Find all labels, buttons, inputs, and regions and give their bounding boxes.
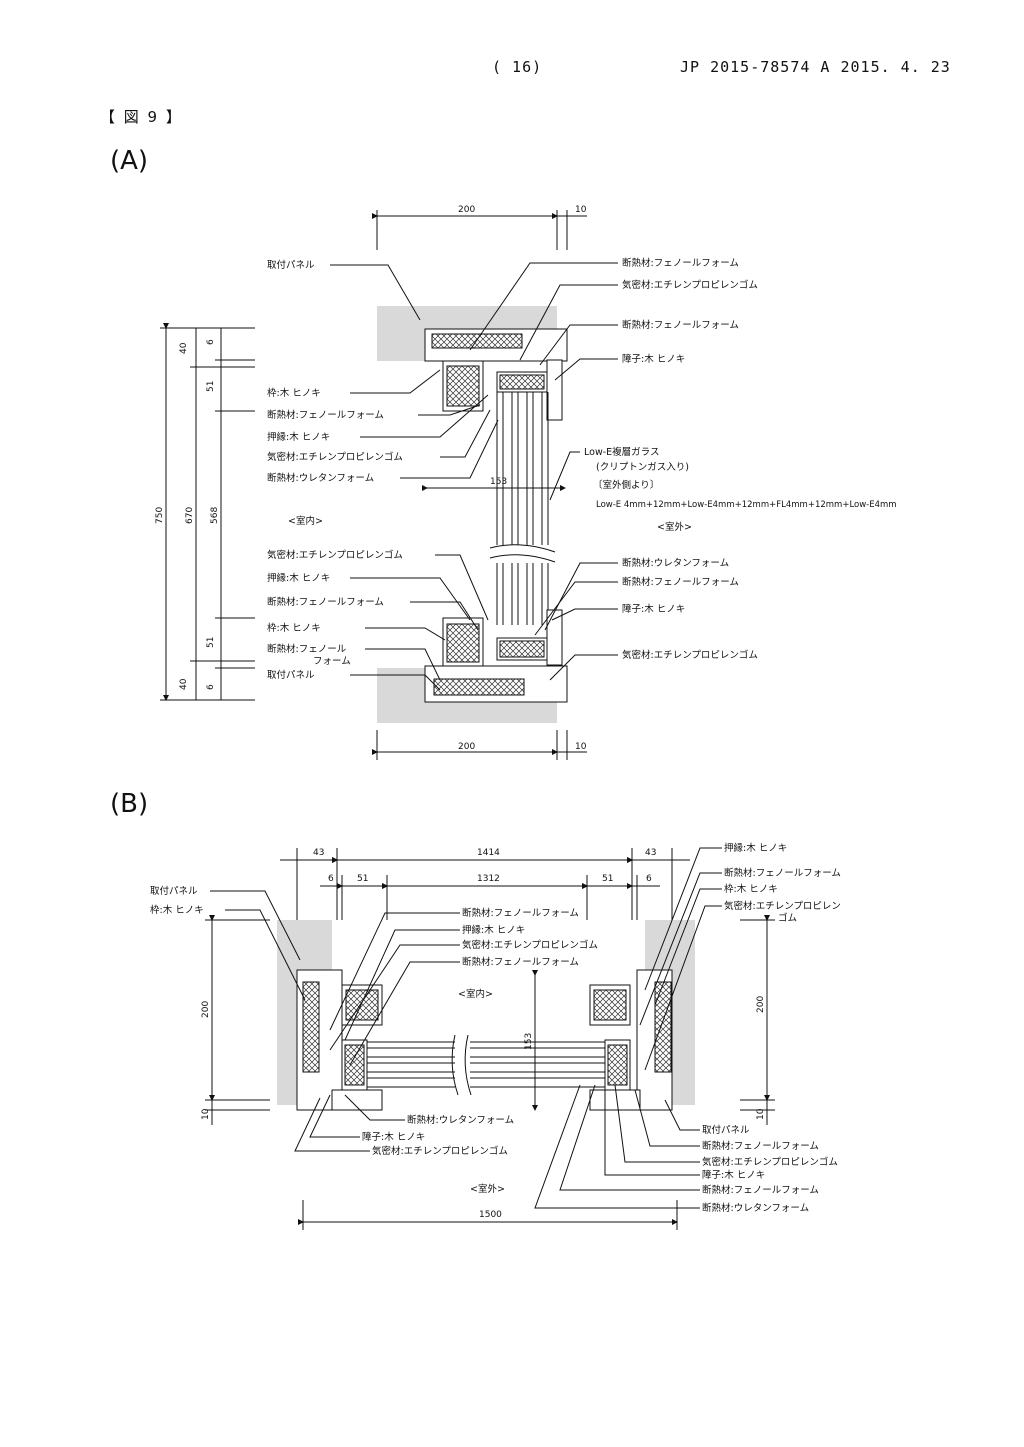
b-label-13: 障子:木 ヒノキ <box>362 1131 425 1143</box>
a-right-label-8: <室外> <box>657 521 692 533</box>
b-label-8: 断熱材:フェノールフォーム <box>724 867 841 879</box>
a-left-label-2: 断熱材:フェノールフォーム <box>267 409 384 421</box>
a-left-label-8: 押縁:木 ヒノキ <box>267 572 330 584</box>
dim-a-51a: 51 <box>206 381 216 392</box>
a-right-label-3: 障子:木 ヒノキ <box>622 353 685 365</box>
a-left-label-9: 断熱材:フェノールフォーム <box>267 596 384 608</box>
dim-b-200a: 200 <box>201 1001 211 1018</box>
a-left-label-7: 気密材:エチレンプロピレンゴム <box>267 549 403 561</box>
a-left-label-12: フォーム <box>313 656 351 667</box>
a-right-label-6: 〔室外側より〕 <box>593 479 659 491</box>
dim-a-6b: 6 <box>206 684 216 690</box>
b-label-3: 押縁:木 ヒノキ <box>462 924 525 936</box>
a-right-label-2: 断熱材:フェノールフォーム <box>622 319 739 331</box>
dim-b-6a: 6 <box>328 874 334 884</box>
a-right-label-12: 気密材:エチレンプロピレンゴム <box>622 649 758 661</box>
b-label-20: 断熱材:フェノールフォーム <box>702 1184 819 1196</box>
dim-b-153: 153 <box>524 1033 534 1050</box>
dim-a-bot-200: 200 <box>458 742 475 752</box>
a-left-label-0: 取付パネル <box>267 260 315 271</box>
dim-a-bot-10: 10 <box>575 742 587 752</box>
b-label-12: 断熱材:ウレタンフォーム <box>407 1114 514 1126</box>
b-label-7: 押縁:木 ヒノキ <box>724 842 787 854</box>
b-label-1: 枠:木 ヒノキ <box>150 904 204 916</box>
dim-b-200b: 200 <box>756 996 766 1013</box>
b-label-16: 取付パネル <box>702 1125 750 1136</box>
a-left-label-10: 枠:木 ヒノキ <box>267 622 321 634</box>
a-right-label-4: Low-E複層ガラス <box>584 446 659 458</box>
b-label-14: 気密材:エチレンプロピレンゴム <box>372 1145 508 1157</box>
dim-a-6a: 6 <box>206 339 216 345</box>
b-label-19: 障子:木 ヒノキ <box>702 1169 765 1181</box>
a-left-label-6: <室内> <box>288 515 323 527</box>
b-label-21: 断熱材:ウレタンフォーム <box>702 1202 809 1214</box>
dim-b-10a: 10 <box>201 1108 211 1120</box>
dim-a-670: 670 <box>185 507 195 524</box>
b-label-5: 断熱材:フェノールフォーム <box>462 956 579 968</box>
dim-b-10b: 10 <box>756 1108 766 1120</box>
panel-a-drawing <box>160 210 618 760</box>
dim-b-1500: 1500 <box>479 1210 502 1220</box>
dim-a-top-200: 200 <box>458 205 475 215</box>
b-label-6: <室内> <box>458 988 493 1000</box>
a-left-label-3: 押縁:木 ヒノキ <box>267 431 330 443</box>
b-label-17: 断熱材:フェノールフォーム <box>702 1140 819 1152</box>
dim-b-51b: 51 <box>602 874 613 884</box>
dim-a-51b: 51 <box>206 637 216 648</box>
dim-b-6b: 6 <box>646 874 652 884</box>
dim-a-40b: 40 <box>179 678 189 690</box>
a-right-label-0: 断熱材:フェノールフォーム <box>622 257 739 269</box>
b-label-11: ゴム <box>778 912 797 924</box>
b-label-4: 気密材:エチレンプロピレンゴム <box>462 939 598 951</box>
panel-b-drawing <box>205 848 775 1230</box>
dim-b-1312: 1312 <box>477 874 500 884</box>
a-right-label-11: 障子:木 ヒノキ <box>622 603 685 615</box>
dim-b-51a: 51 <box>357 874 368 884</box>
b-label-18: 気密材:エチレンプロピレンゴム <box>702 1156 838 1168</box>
a-right-label-9: 断熱材:ウレタンフォーム <box>622 557 729 569</box>
a-right-label-5: (クリプトンガス入り) <box>596 462 689 473</box>
a-left-label-4: 気密材:エチレンプロピレンゴム <box>267 451 403 463</box>
b-label-2: 断熱材:フェノールフォーム <box>462 907 579 919</box>
dim-a-568: 568 <box>210 507 220 524</box>
a-right-label-7: Low-E 4mm+12mm+Low-E4mm+12mm+FL4mm+12mm+… <box>596 500 897 510</box>
a-right-label-1: 気密材:エチレンプロピレンゴム <box>622 279 758 291</box>
b-label-15: <室外> <box>470 1183 505 1195</box>
dim-b-43b: 43 <box>645 848 656 858</box>
a-left-label-1: 枠:木 ヒノキ <box>267 387 321 399</box>
dim-b-1414: 1414 <box>477 848 500 858</box>
b-label-10: 気密材:エチレンプロピレン <box>724 900 841 912</box>
a-left-label-13: 取付パネル <box>267 670 315 681</box>
dim-a-top-10: 10 <box>575 205 587 215</box>
dim-a-40a: 40 <box>179 342 189 354</box>
b-label-0: 取付パネル <box>150 886 198 897</box>
a-left-label-5: 断熱材:ウレタンフォーム <box>267 472 374 484</box>
a-right-label-10: 断熱材:フェノールフォーム <box>622 576 739 588</box>
dim-b-43a: 43 <box>313 848 324 858</box>
dim-a-750: 750 <box>155 507 165 524</box>
dim-a-153: 153 <box>490 477 507 487</box>
a-left-label-11: 断熱材:フェノール <box>267 643 347 655</box>
b-label-9: 枠:木 ヒノキ <box>724 883 778 895</box>
